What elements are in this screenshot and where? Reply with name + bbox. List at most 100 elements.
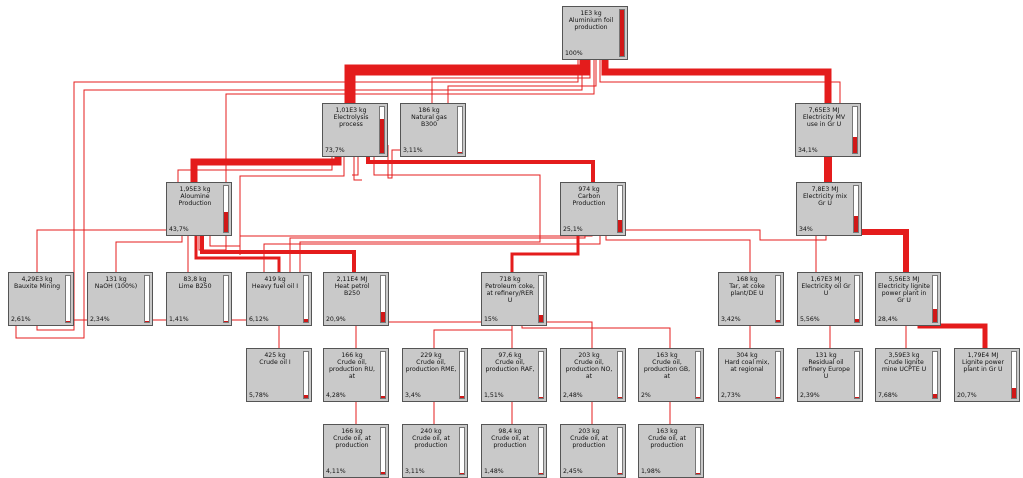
node-name: Crude oil, production NO, at bbox=[565, 359, 613, 380]
node-amount: 98,4 kg bbox=[498, 428, 522, 435]
node-percentage: 2,39% bbox=[800, 392, 820, 399]
node-percentage: 25,1% bbox=[563, 226, 583, 233]
node-name: Crude oil, production GB, at bbox=[643, 359, 691, 380]
node-amount: 7,8E3 MJ bbox=[811, 186, 839, 193]
node-amount: 718 kg bbox=[499, 276, 521, 283]
node-share-bar bbox=[854, 275, 860, 323]
node-percentage: 4,28% bbox=[326, 392, 346, 399]
node-share-fill bbox=[145, 320, 149, 322]
node-amount: 2,11E4 MJ bbox=[336, 276, 368, 283]
node-share-fill bbox=[618, 220, 622, 232]
node-share-fill bbox=[224, 321, 228, 322]
node-name: Petroleum coke, at refinery/RER U bbox=[485, 283, 535, 304]
node-name: Crude oil, production RME, bbox=[405, 359, 457, 373]
node-percentage: 100% bbox=[565, 50, 583, 57]
node-name: Crude oil, production RAF, bbox=[485, 359, 535, 373]
node-share-bar bbox=[617, 427, 623, 475]
node-share-bar bbox=[303, 275, 309, 323]
node-percentage: 28,4% bbox=[878, 316, 898, 323]
node-share-bar bbox=[65, 275, 71, 323]
node-amount: 419 kg bbox=[264, 276, 286, 283]
node-name: Electricity lignite power plant in Gr U bbox=[878, 283, 930, 304]
node-name: Lime B250 bbox=[178, 283, 212, 290]
node-share-fill bbox=[66, 320, 70, 322]
node-name: Crude oil, production RU, at bbox=[329, 359, 375, 380]
node-share-bar bbox=[775, 275, 781, 323]
node-name: Crude lignite mine UCPTE U bbox=[881, 359, 927, 373]
flow-link bbox=[601, 55, 832, 103]
node-share-bar bbox=[695, 427, 701, 475]
node-name: Aluminium foil production bbox=[568, 17, 614, 31]
node-share-fill bbox=[539, 397, 543, 398]
node-share-fill bbox=[933, 308, 937, 322]
node-share-fill bbox=[381, 472, 385, 474]
node-percentage: 20,9% bbox=[326, 316, 346, 323]
node-amount: 131 kg bbox=[815, 352, 837, 359]
node-amount: 1,01E3 kg bbox=[335, 107, 367, 114]
flow-link bbox=[194, 224, 281, 272]
node-share-fill bbox=[854, 216, 858, 232]
node-share-bar bbox=[459, 351, 465, 399]
node-name: Crude oil I bbox=[259, 359, 291, 366]
node-percentage: 7,68% bbox=[878, 392, 898, 399]
flow-link bbox=[615, 224, 827, 241]
node-amount: 425 kg bbox=[264, 352, 286, 359]
node-share-fill bbox=[776, 320, 780, 322]
node-share-fill bbox=[381, 312, 385, 322]
node-percentage: 2,48% bbox=[563, 392, 583, 399]
node-amount: 83,8 kg bbox=[183, 276, 207, 283]
node-share-fill bbox=[696, 397, 700, 398]
node-percentage: 6,12% bbox=[249, 316, 269, 323]
node-share-fill bbox=[618, 472, 622, 474]
node-share-bar bbox=[380, 351, 386, 399]
node-amount: 229 kg bbox=[420, 352, 442, 359]
node-percentage: 3,11% bbox=[405, 468, 425, 475]
node-name: Natural gas B300 bbox=[411, 114, 447, 128]
node-share-bar bbox=[617, 185, 623, 233]
node-amount: 3,59E3 kg bbox=[888, 352, 920, 359]
node-percentage: 73,7% bbox=[325, 147, 345, 154]
node-share-fill bbox=[460, 396, 464, 398]
node-percentage: 2,45% bbox=[563, 468, 583, 475]
node-percentage: 2% bbox=[641, 392, 651, 399]
node-amount: 203 kg bbox=[578, 352, 600, 359]
node-percentage: 2,73% bbox=[721, 392, 741, 399]
node-share-fill bbox=[620, 10, 624, 56]
node-share-bar bbox=[303, 351, 309, 399]
node-percentage: 2,34% bbox=[90, 316, 110, 323]
flow-link bbox=[289, 224, 586, 272]
node-name: Carbon Production bbox=[572, 193, 606, 207]
